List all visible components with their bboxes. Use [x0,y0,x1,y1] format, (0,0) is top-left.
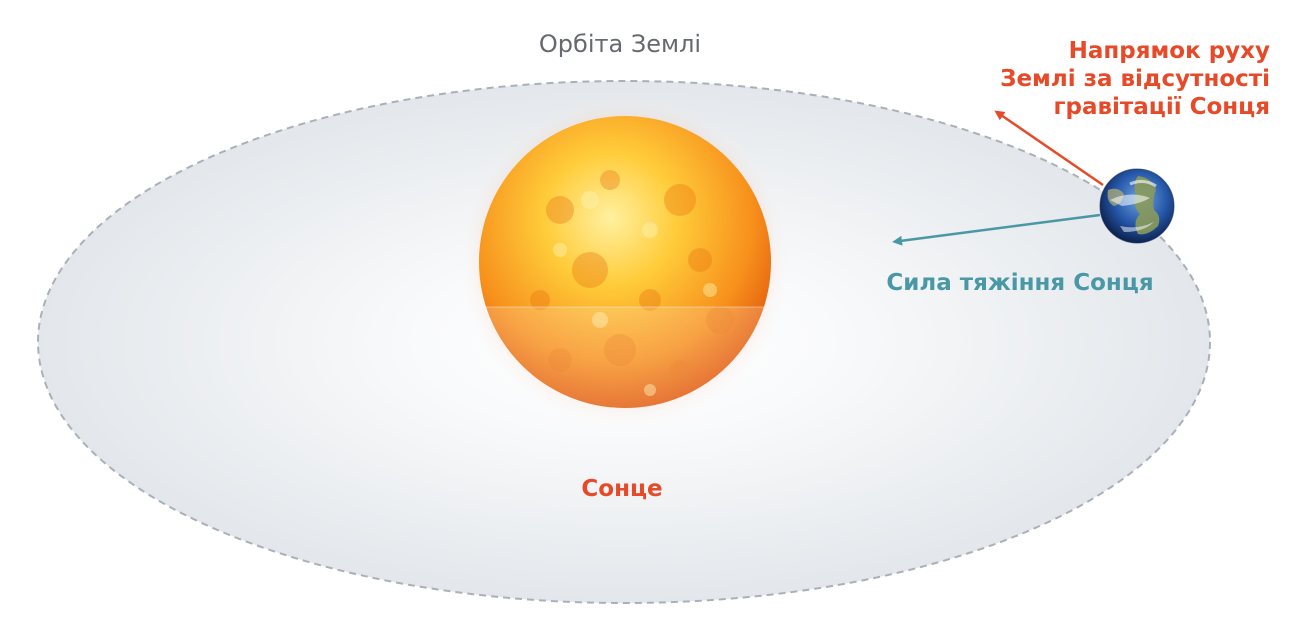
sun-icon [457,94,793,430]
gravity-label: Сила тяжіння Сонця [886,270,1154,296]
direction-label: Напрямок руху Землі за відсутності граві… [940,37,1270,121]
sun-label: Сонце [581,476,663,502]
gravity-arrow [892,213,1101,246]
direction-arrow [994,110,1104,187]
earth-icon [1099,168,1175,244]
direction-label-line-2: Землі за відсутності [1000,66,1270,93]
direction-label-line-3: гравітації Сонця [1053,94,1270,121]
orbit-label: Орбіта Землі [538,30,702,58]
direction-label-line-1: Напрямок руху [1068,38,1270,64]
